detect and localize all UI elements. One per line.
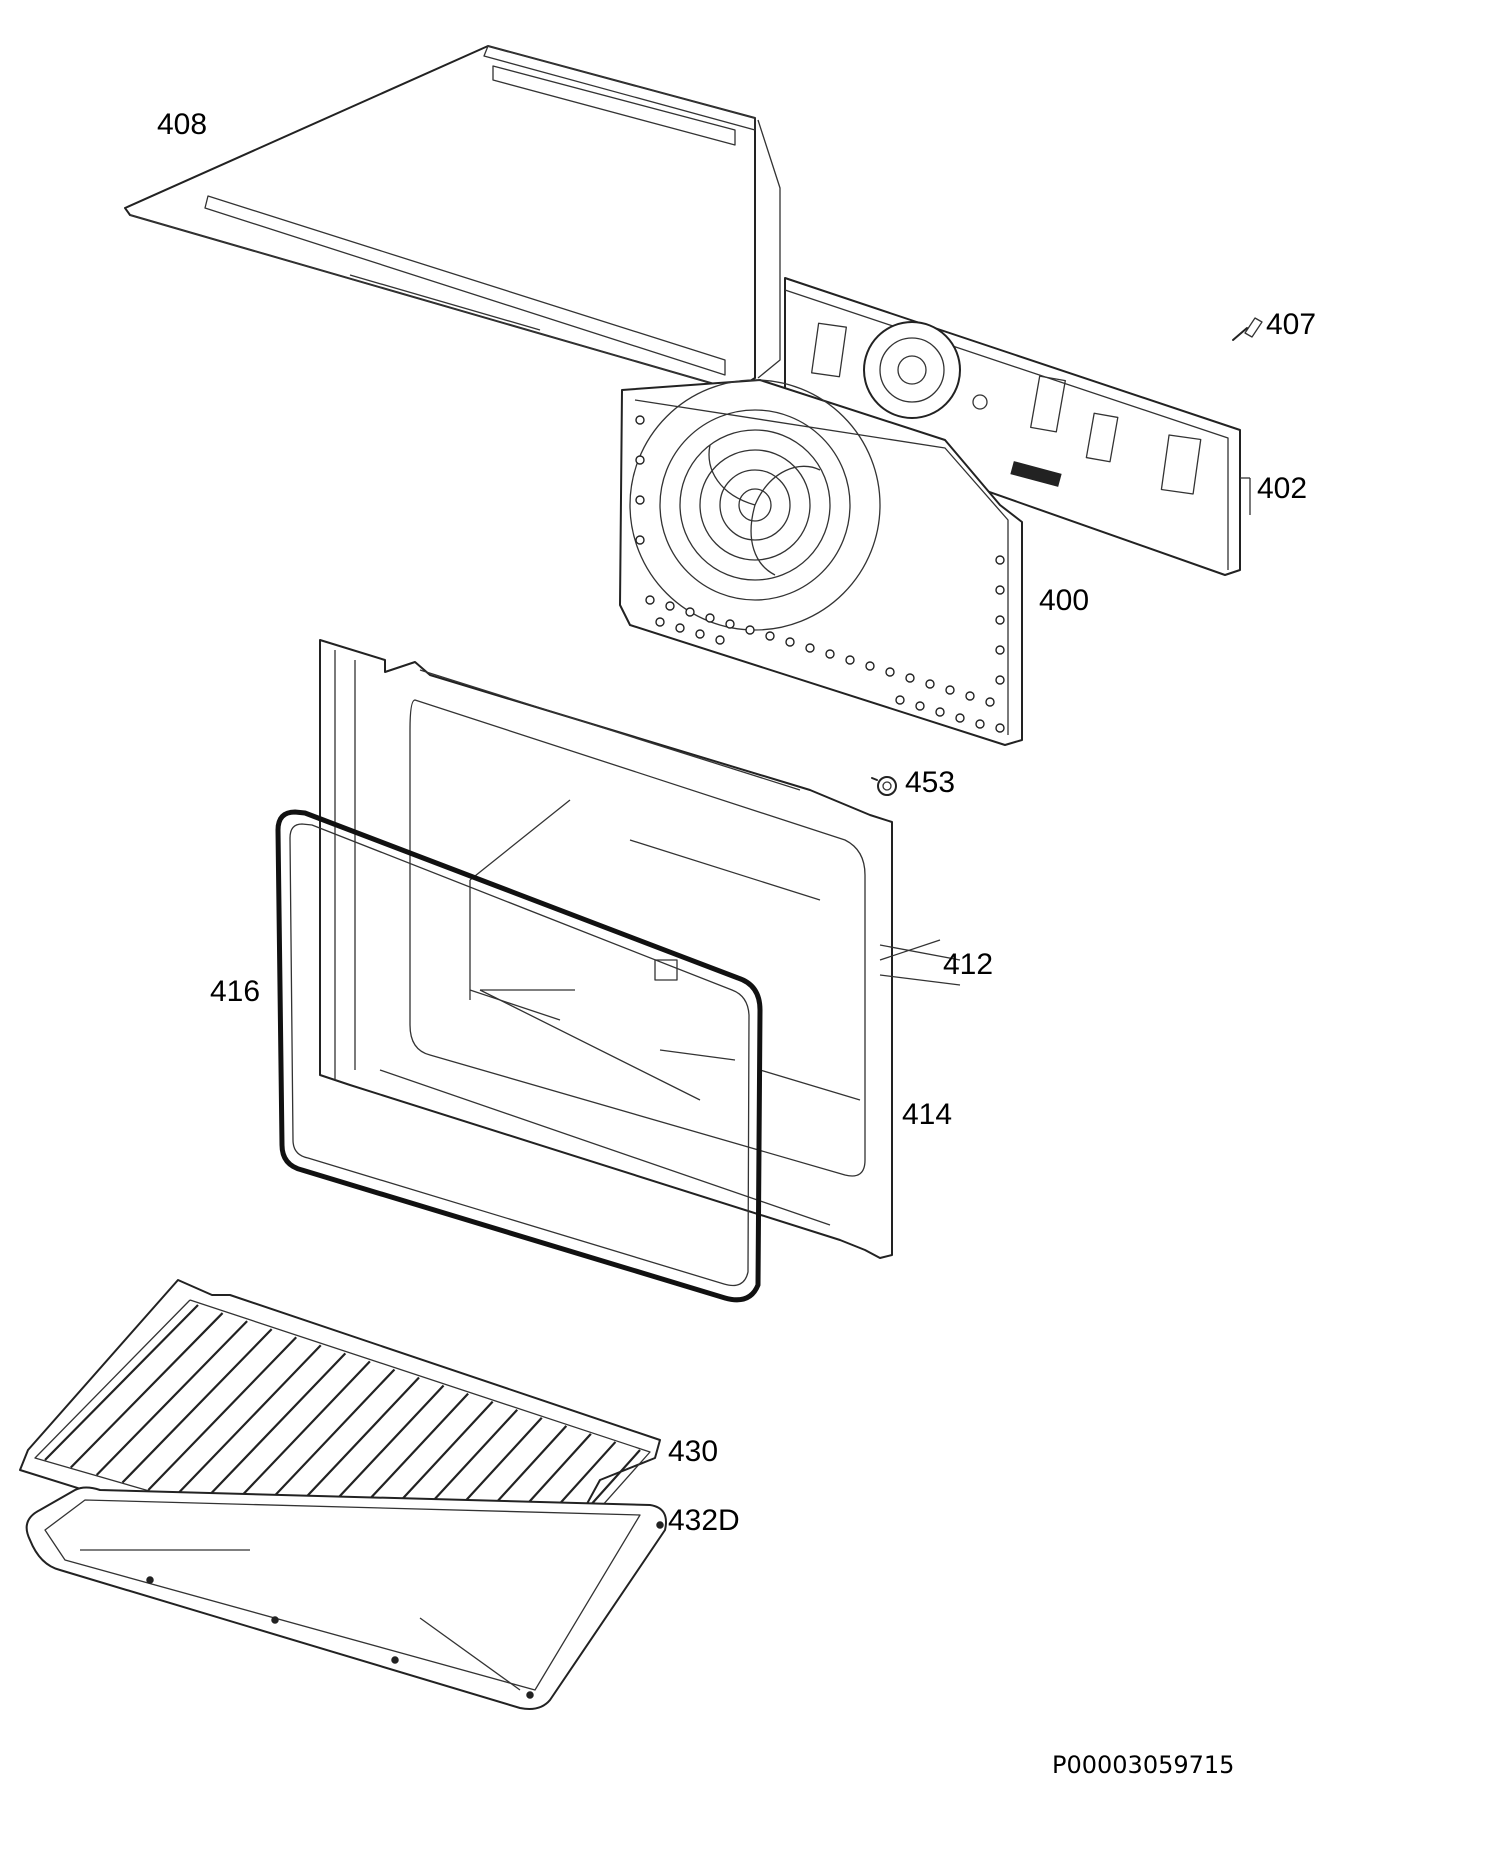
shelf-wire: [225, 1360, 371, 1514]
part-414-oven-cavity: [319, 639, 961, 1259]
shelf-wire: [121, 1328, 273, 1484]
label-412: 412: [943, 948, 994, 981]
part-408-top-plate: [124, 45, 781, 391]
document-id: P00003059715: [1052, 1751, 1235, 1779]
part-416-door-gasket: [275, 809, 763, 1303]
label-408: 408: [157, 108, 208, 141]
label-416: 416: [210, 975, 261, 1008]
shelf-wire: [95, 1320, 248, 1476]
shelf-wire: [70, 1312, 224, 1469]
label-414: 414: [902, 1098, 953, 1131]
part-432d-baking-tray: [25, 1486, 667, 1710]
shelf-wire: [44, 1304, 199, 1461]
label-430: 430: [668, 1435, 719, 1468]
label-453: 453: [905, 766, 956, 799]
part-400-rear-panel: [619, 379, 1023, 746]
label-407: 407: [1266, 308, 1317, 341]
shelf-wire: [173, 1344, 322, 1499]
label-400: 400: [1039, 584, 1090, 617]
part-402-rear-bracket: [784, 277, 1251, 576]
part-453-nut: [871, 776, 897, 796]
shelf-wire: [199, 1352, 347, 1506]
label-432d: 432D: [668, 1504, 740, 1537]
part-407-screw: [1232, 317, 1263, 341]
label-402: 402: [1257, 472, 1308, 505]
shelf-wire: [147, 1336, 298, 1491]
